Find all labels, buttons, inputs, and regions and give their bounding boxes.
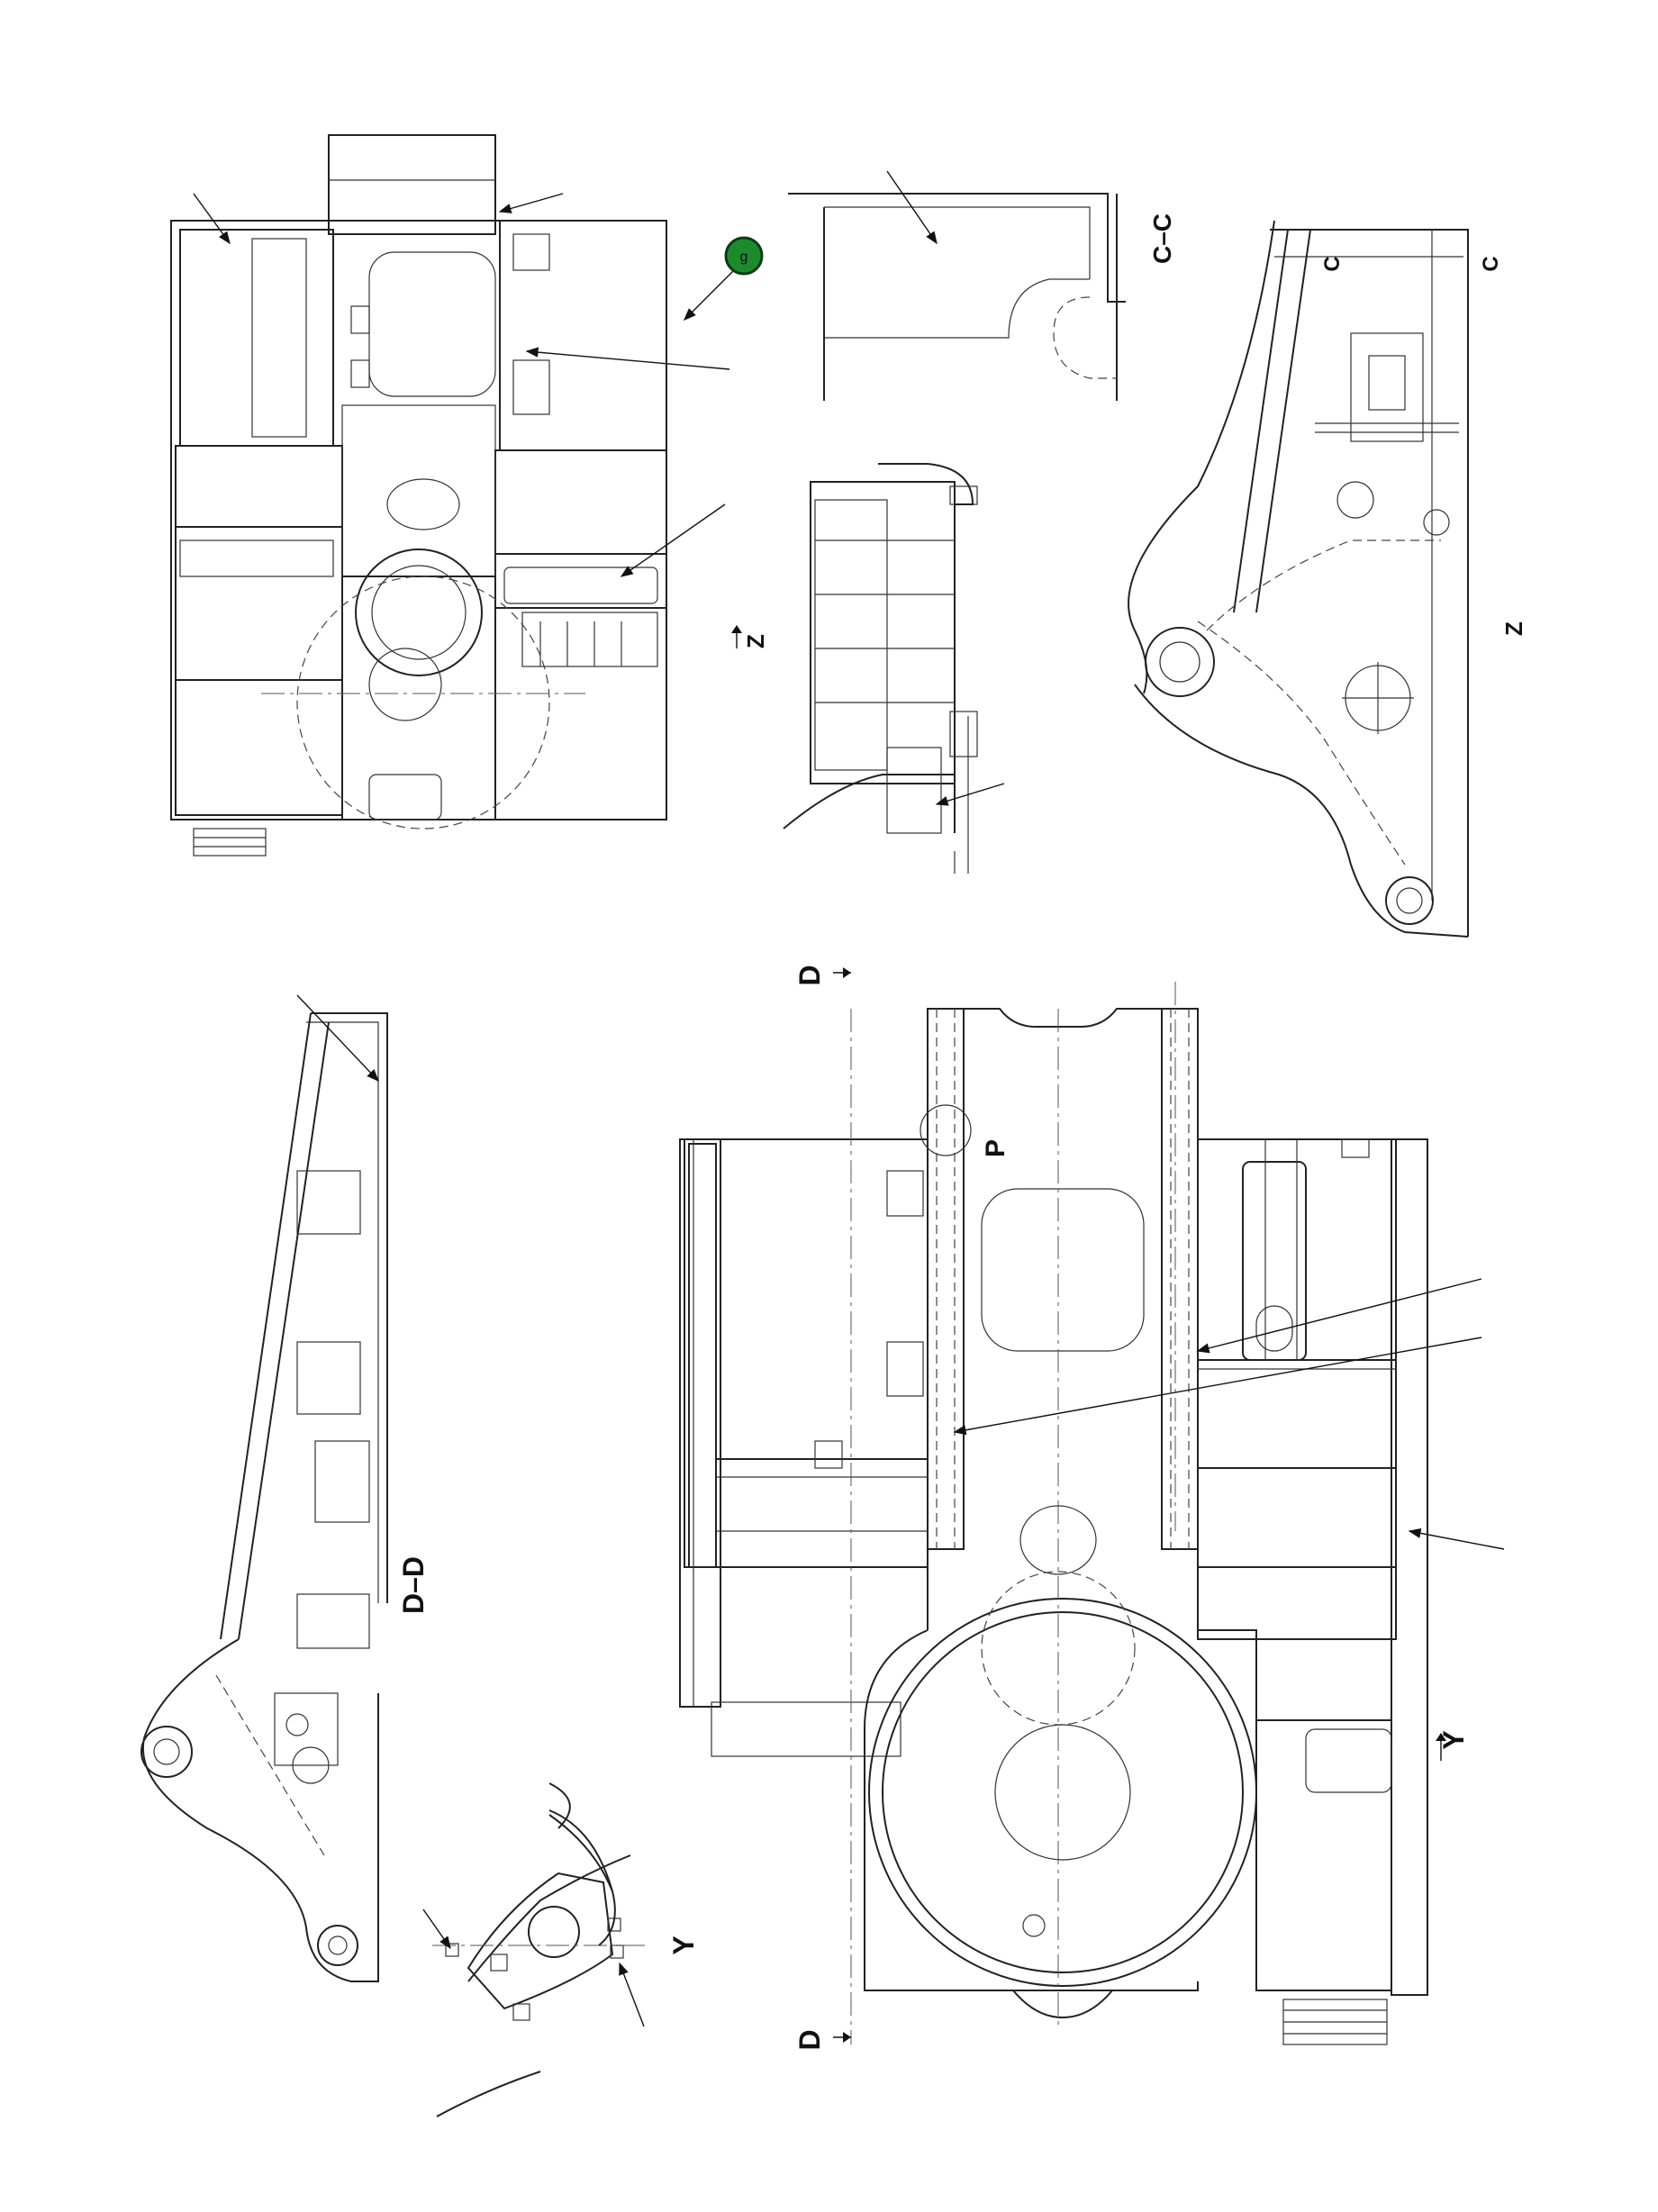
section-d-d-view xyxy=(140,994,388,1982)
view-label-z-top: Z xyxy=(742,634,769,648)
section-label-d-bottom: D xyxy=(793,2029,826,2050)
detail-label-p: P xyxy=(981,1139,1010,1157)
section-label-d-top: D xyxy=(793,965,826,985)
view-label-y: Y xyxy=(667,1936,700,1954)
view-arrow-z-top: Z xyxy=(731,625,769,648)
view-y-detail xyxy=(422,1782,648,2117)
section-c-c-view xyxy=(788,170,1126,401)
section-label-d-d: D–D xyxy=(397,1556,430,1614)
callout-g: g xyxy=(724,236,764,276)
callout-g-label: g xyxy=(740,249,748,265)
view-arrow-y xyxy=(1436,1733,1446,1761)
view-label-z-right: Z xyxy=(1500,621,1527,636)
view-arrow-label-y: Y xyxy=(1437,1730,1470,1749)
section-marker-d-top xyxy=(833,967,851,978)
section-arrow-label-c-right: C xyxy=(1479,256,1503,271)
section-arrow-label-c-left: C xyxy=(1320,256,1345,271)
section-marker-d-bottom xyxy=(833,2032,851,2043)
side-detail-view xyxy=(783,463,1005,874)
section-label-c-c: C–C xyxy=(1148,213,1176,264)
side-elevation-view xyxy=(1128,220,1469,938)
main-frame-plan-view xyxy=(679,982,1505,2045)
frame-plan-view-top xyxy=(170,134,735,857)
